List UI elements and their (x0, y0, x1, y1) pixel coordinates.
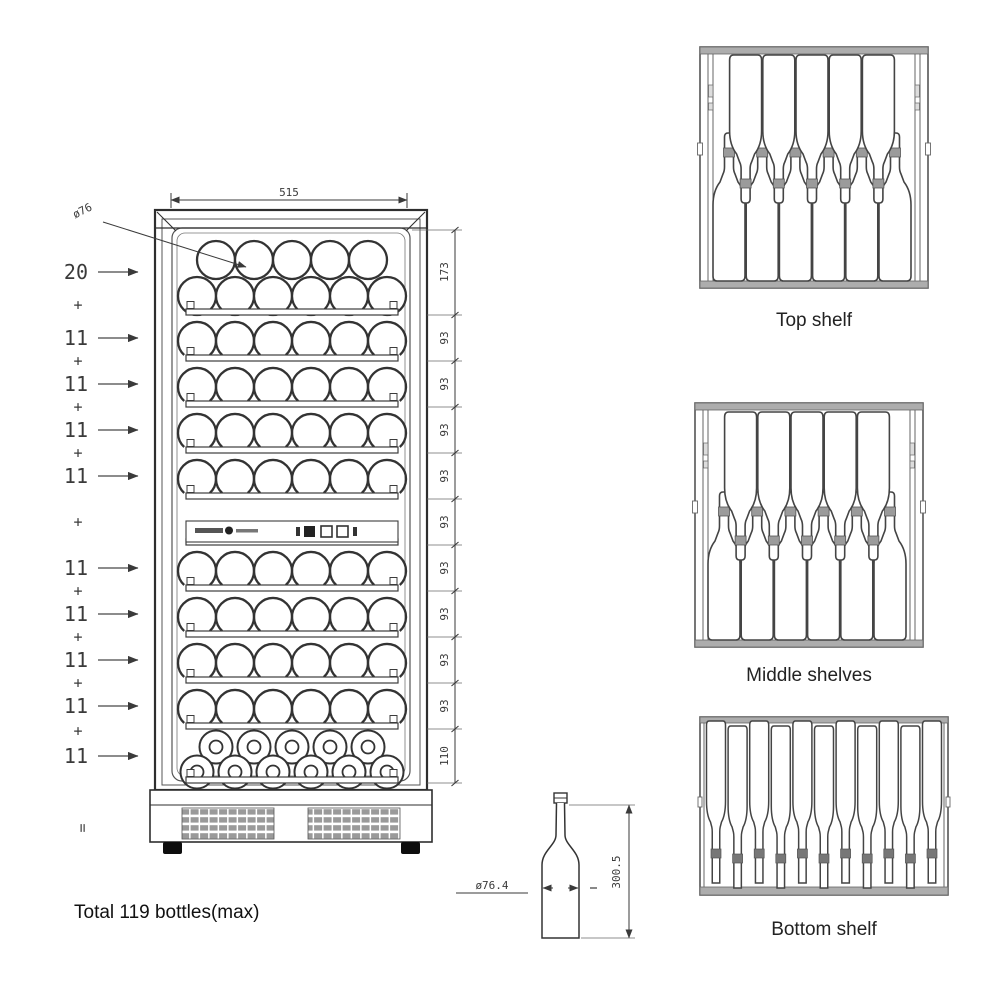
equals-symbol: = (74, 823, 92, 832)
width-dim-text: 515 (279, 186, 299, 199)
top-rack-bottles (176, 239, 408, 317)
base-and-vents (149, 789, 433, 854)
height-dim-text: 173 (438, 262, 451, 282)
top-shelf-label: Top shelf (775, 310, 853, 331)
height-dim-text: 93 (438, 423, 451, 436)
height-dim-text: 93 (438, 561, 451, 574)
row-count: 11 (64, 744, 88, 768)
height-dim-text: 93 (438, 699, 451, 712)
row-count: 20 (64, 260, 88, 284)
row-count: 11 (64, 326, 88, 350)
bottle-height-text: 300.5 (610, 855, 623, 888)
width-dimension: 515 (170, 186, 408, 208)
bottom-shelf-label: Bottom shelf (771, 919, 877, 940)
foot-left (163, 842, 182, 854)
top-shelf-diagram (697, 46, 931, 289)
plus-sign: + (73, 582, 82, 600)
row-count: 11 (64, 464, 88, 488)
row-arrows (98, 267, 139, 761)
height-dim-text: 93 (438, 653, 451, 666)
plus-sign: + (73, 296, 82, 314)
bottle-dimension-drawing: ø76.4 300.5 (456, 792, 635, 939)
middle-shelves-label: Middle shelves (746, 665, 872, 686)
plus-sign: + (73, 674, 82, 692)
height-dim-text: 93 (438, 515, 451, 528)
control-panel (185, 520, 399, 543)
bottom-shelf-diagram (697, 716, 951, 896)
row-count: 11 (64, 648, 88, 672)
foot-right (401, 842, 420, 854)
plus-sign: + (73, 722, 82, 740)
bottle-diameter-text: ø76.4 (475, 879, 508, 892)
height-dim-text: 93 (438, 377, 451, 390)
diameter-callout-text: ø76 (71, 201, 95, 222)
control-buttons (296, 525, 357, 538)
plus-sign: + (73, 513, 82, 531)
height-dim-text: 93 (438, 607, 451, 620)
row-count: 11 (64, 418, 88, 442)
height-dim-text: 110 (438, 746, 451, 766)
height-dimension-chain: 173 93 93 93 93 93 93 93 93 93 110 (412, 226, 462, 787)
row-count: 11 (64, 372, 88, 396)
brand-logo (195, 526, 258, 535)
middle-shelves-diagram (692, 402, 926, 648)
vent-grille-left (181, 807, 275, 840)
height-dim-text: 93 (438, 331, 451, 344)
height-dim-text: 93 (438, 469, 451, 482)
plus-sign: + (73, 444, 82, 462)
plus-sign: + (73, 352, 82, 370)
total-bottles-label: Total 119 bottles(max) (74, 902, 260, 923)
wine-cooler-front-view (149, 208, 433, 854)
row-count: 11 (64, 556, 88, 580)
row-count: 11 (64, 694, 88, 718)
vent-grille-right (307, 807, 401, 840)
plus-sign: + (73, 398, 82, 416)
row-count: 11 (64, 602, 88, 626)
row-count-column: 20 11 11 11 11 11 11 11 11 11 + + + + + … (64, 260, 139, 833)
plus-sign: + (73, 628, 82, 646)
